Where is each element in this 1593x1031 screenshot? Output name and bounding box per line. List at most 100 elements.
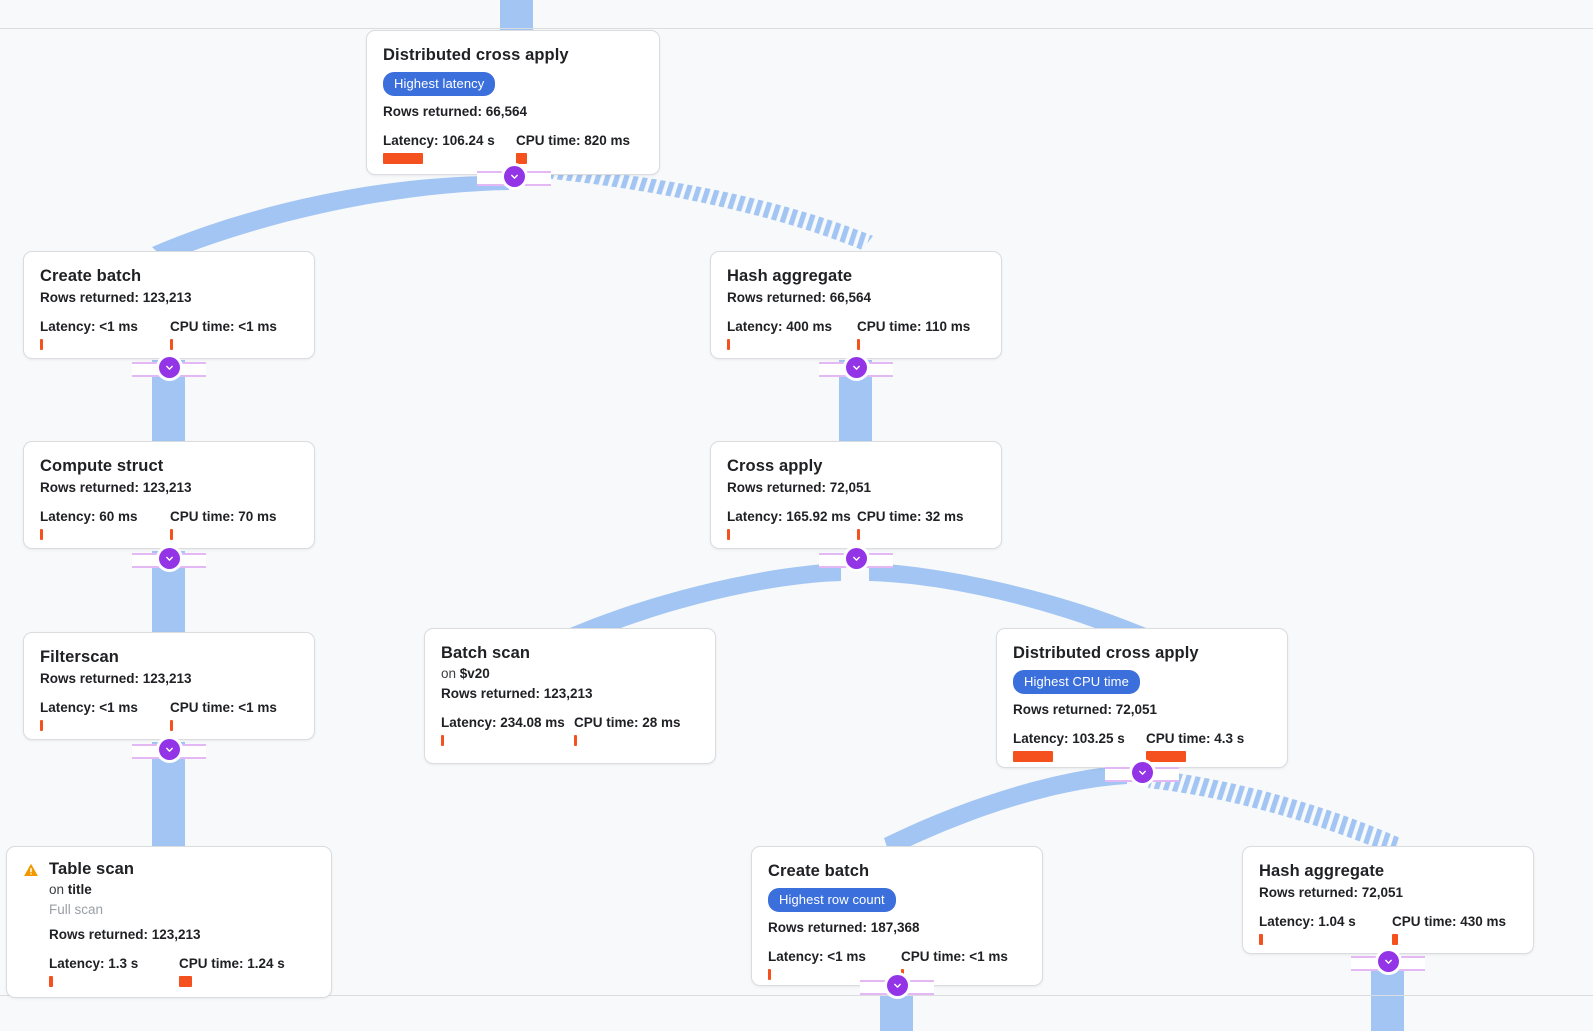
plan-node-cross-apply[interactable]: Cross apply Rows returned: 72,051 Latenc… xyxy=(710,441,1002,549)
node-header: Distributed cross apply xyxy=(1013,643,1271,663)
cpu-label: CPU time: <1 ms xyxy=(170,319,277,334)
metric-latency: Latency: 106.24 s xyxy=(383,133,516,164)
rows-returned: Rows returned: 123,213 xyxy=(49,927,201,942)
metric-cpu: CPU time: <1 ms xyxy=(170,319,277,350)
cpu-label: CPU time: <1 ms xyxy=(901,949,1008,964)
plan-node-distributed-cross-apply-root[interactable]: Distributed cross apply Highest latency … xyxy=(366,30,660,175)
metric-latency: Latency: 103.25 s xyxy=(1013,731,1146,762)
node-title: Batch scan xyxy=(441,644,531,662)
on-prefix: on xyxy=(441,666,460,681)
metric-cpu: CPU time: 820 ms xyxy=(516,133,630,164)
latency-label: Latency: <1 ms xyxy=(768,949,866,964)
latency-label: Latency: 60 ms xyxy=(40,509,138,524)
chevron-down-icon[interactable] xyxy=(158,738,180,760)
plan-node-compute-struct[interactable]: Compute struct Rows returned: 123,213 La… xyxy=(23,441,315,549)
plan-node-table-scan[interactable]: Table scan on title Full scan Rows retur… xyxy=(6,846,332,998)
rows-returned: Rows returned: 123,213 xyxy=(40,290,192,305)
warning-triangle-icon xyxy=(23,862,39,883)
toggle-compute-struct[interactable] xyxy=(132,547,206,569)
cpu-bar xyxy=(170,339,173,350)
node-title: Create batch xyxy=(768,862,870,880)
metric-latency: Latency: 165.92 ms xyxy=(727,509,857,540)
toggle-cross-apply[interactable] xyxy=(819,547,893,569)
node-target: title xyxy=(67,882,92,897)
node-header: Compute struct xyxy=(40,456,298,476)
node-title: Distributed cross apply xyxy=(1013,644,1199,662)
chevron-down-icon[interactable] xyxy=(845,547,867,569)
plan-node-create-batch-lower[interactable]: Create batch Highest row count Rows retu… xyxy=(751,846,1043,986)
toggle-distributed-cross-apply-root[interactable] xyxy=(477,165,551,187)
chevron-down-icon[interactable] xyxy=(845,356,867,378)
rows-returned: Rows returned: 187,368 xyxy=(768,920,920,935)
node-target: $v20 xyxy=(459,666,490,681)
node-header: Filterscan xyxy=(40,647,298,667)
toggle-create-batch-left[interactable] xyxy=(132,356,206,378)
toggle-filterscan[interactable] xyxy=(132,738,206,760)
node-metrics: Latency: <1 ms CPU time: <1 ms xyxy=(40,700,298,731)
latency-label: Latency: 400 ms xyxy=(727,319,833,334)
latency-bar xyxy=(768,969,771,980)
chevron-down-icon[interactable] xyxy=(158,547,180,569)
latency-bar xyxy=(49,976,53,987)
cpu-bar xyxy=(901,969,904,980)
toggle-hash-aggregate-lower[interactable] xyxy=(1351,950,1425,972)
edge-distributed-to-create-batch xyxy=(884,765,1127,856)
rows-returned: Rows returned: 123,213 xyxy=(441,686,593,701)
metric-latency: Latency: 1.04 s xyxy=(1259,914,1392,945)
latency-label: Latency: 234.08 ms xyxy=(441,715,565,730)
node-header: Distributed cross apply xyxy=(383,45,643,65)
plan-node-hash-aggregate-lower[interactable]: Hash aggregate Rows returned: 72,051 Lat… xyxy=(1242,846,1534,954)
rows-returned: Rows returned: 72,051 xyxy=(1013,702,1158,717)
plan-node-hash-aggregate-upper[interactable]: Hash aggregate Rows returned: 66,564 Lat… xyxy=(710,251,1002,359)
node-title: Distributed cross apply xyxy=(383,46,569,64)
toggle-hash-aggregate-upper[interactable] xyxy=(819,356,893,378)
metric-cpu: CPU time: <1 ms xyxy=(901,949,1008,980)
node-title: Hash aggregate xyxy=(1259,862,1385,880)
toggle-distributed-cross-apply-lower[interactable] xyxy=(1105,761,1179,783)
cpu-label: CPU time: 4.3 s xyxy=(1146,731,1245,746)
node-title: Create batch xyxy=(40,267,142,285)
metric-cpu: CPU time: 430 ms xyxy=(1392,914,1506,945)
cpu-bar xyxy=(1392,934,1398,945)
latency-label: Latency: 103.25 s xyxy=(1013,731,1125,746)
plan-node-create-batch-left[interactable]: Create batch Rows returned: 123,213 Late… xyxy=(23,251,315,359)
latency-label: Latency: <1 ms xyxy=(40,319,138,334)
toggle-create-batch-lower[interactable] xyxy=(860,974,934,996)
node-header: Create batch xyxy=(768,861,1026,881)
chevron-down-icon[interactable] xyxy=(1131,761,1153,783)
latency-bar xyxy=(727,529,730,540)
cpu-bar xyxy=(857,339,860,350)
plan-node-filterscan[interactable]: Filterscan Rows returned: 123,213 Latenc… xyxy=(23,632,315,740)
plan-node-batch-scan[interactable]: Batch scan on $v20 Rows returned: 123,21… xyxy=(424,628,716,764)
metric-latency: Latency: 234.08 ms xyxy=(441,715,574,746)
node-metrics: Latency: 60 ms CPU time: 70 ms xyxy=(40,509,298,540)
edge-outbound-create-batch xyxy=(880,990,913,1031)
latency-bar xyxy=(441,735,444,746)
rows-returned: Rows returned: 123,213 xyxy=(40,480,192,495)
cpu-bar xyxy=(574,735,577,746)
cpu-label: CPU time: 820 ms xyxy=(516,133,631,148)
cpu-bar xyxy=(170,529,173,540)
node-title: Compute struct xyxy=(40,457,164,475)
rows-returned: Rows returned: 123,213 xyxy=(40,671,192,686)
metric-cpu: CPU time: 110 ms xyxy=(857,319,970,350)
plan-node-distributed-cross-apply-lower[interactable]: Distributed cross apply Highest CPU time… xyxy=(996,628,1288,768)
latency-bar xyxy=(727,339,730,350)
node-header: Hash aggregate xyxy=(727,266,985,286)
latency-label: Latency: 165.92 ms xyxy=(727,509,851,524)
chevron-down-icon[interactable] xyxy=(886,974,908,996)
chevron-down-icon[interactable] xyxy=(1377,950,1399,972)
node-scan-type: Full scan xyxy=(49,902,104,917)
cpu-bar xyxy=(857,529,860,540)
latency-label: Latency: <1 ms xyxy=(40,700,138,715)
edge-distributed-to-hash-aggregate xyxy=(1148,770,1400,855)
on-prefix: on xyxy=(49,882,68,897)
edge-outbound-hash-aggregate xyxy=(1371,965,1404,1031)
chevron-down-icon[interactable] xyxy=(503,165,525,187)
latency-label: Latency: 106.24 s xyxy=(383,133,495,148)
chevron-down-icon[interactable] xyxy=(158,356,180,378)
rows-returned: Rows returned: 66,564 xyxy=(727,290,872,305)
node-metrics: Latency: 106.24 s CPU time: 820 ms xyxy=(383,133,643,164)
node-header: Batch scan xyxy=(441,643,699,663)
